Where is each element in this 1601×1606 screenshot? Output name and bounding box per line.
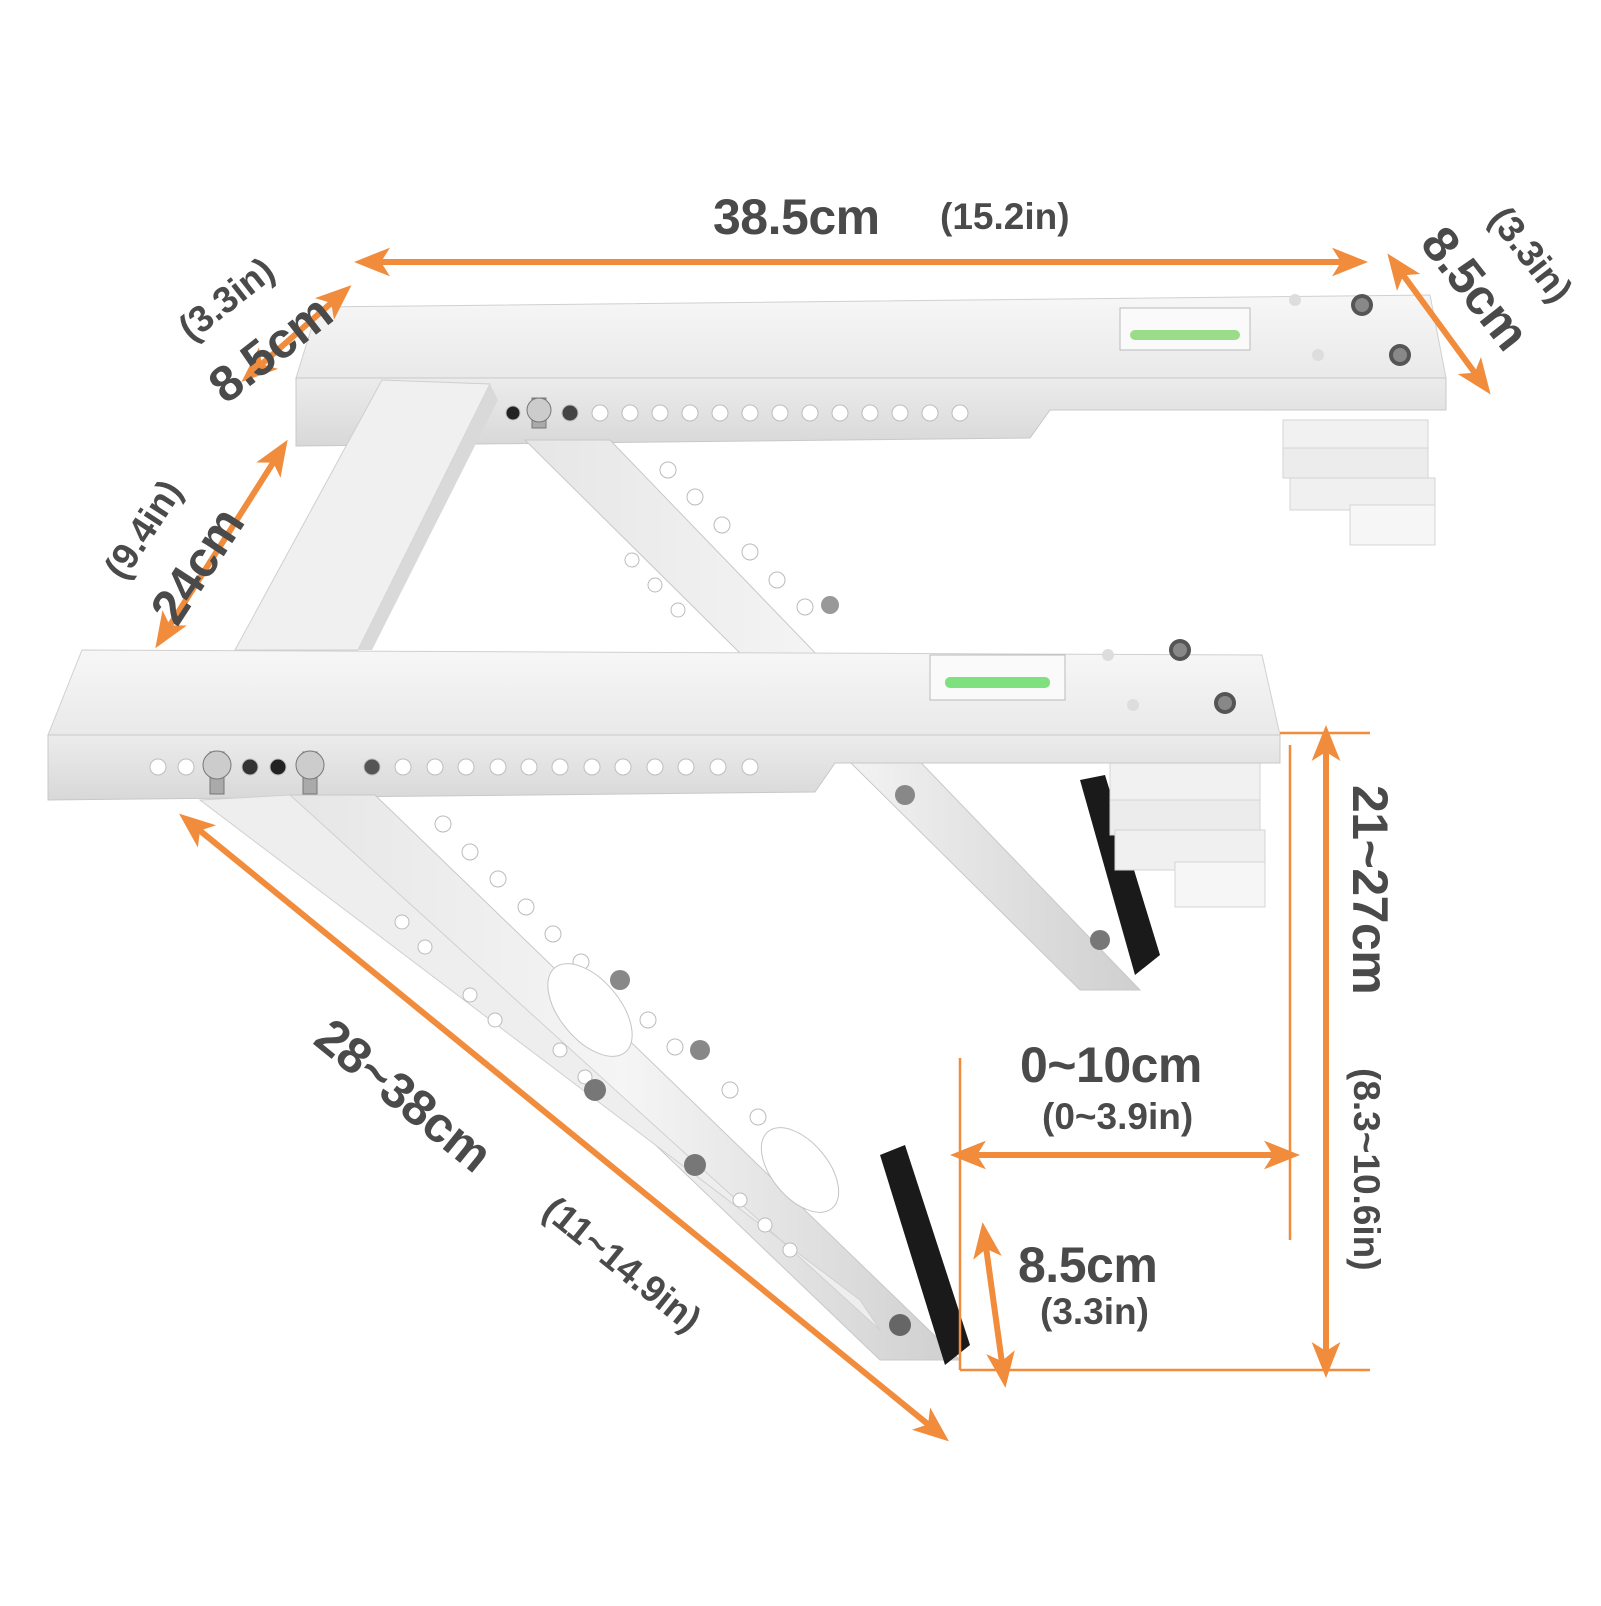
height-imperial: (8.3~10.6in) xyxy=(1346,1068,1387,1271)
rear-foot-block xyxy=(1282,419,1436,546)
front-hole-row xyxy=(149,758,759,776)
foot-height-imperial: (3.3in) xyxy=(1040,1291,1149,1332)
double-arrow-icon xyxy=(1387,253,1491,395)
double-arrow-icon xyxy=(155,439,288,649)
height-label: 21~27cm xyxy=(1342,785,1398,995)
double-arrow-icon xyxy=(973,1222,1015,1388)
rubber-pad-icon xyxy=(1080,775,1160,975)
front-brace xyxy=(198,794,970,1365)
foot-height-label: 8.5cm xyxy=(1018,1237,1158,1293)
bubble-level-icon xyxy=(929,654,1066,701)
offset-label: 0~10cm xyxy=(1020,1037,1202,1093)
rear-hole-row xyxy=(505,404,969,422)
dimension-arrows xyxy=(155,247,1491,1442)
offset-imperial: (0~3.9in) xyxy=(1042,1096,1194,1137)
top-width-label: 38.5cm xyxy=(713,189,880,245)
front-arm xyxy=(47,639,1281,801)
rear-arm xyxy=(295,294,1447,546)
top-width-imperial: (15.2in) xyxy=(940,196,1070,237)
crossbar xyxy=(234,379,491,651)
screw-icon xyxy=(1102,639,1236,714)
front-foot-block xyxy=(1109,759,1266,908)
double-arrow-icon xyxy=(241,285,352,382)
front-bolts xyxy=(202,750,325,795)
extension-lines xyxy=(958,731,1370,1372)
double-arrow-icon xyxy=(179,813,949,1442)
rear-bolt xyxy=(526,397,552,429)
bubble-level-icon xyxy=(1119,307,1251,351)
